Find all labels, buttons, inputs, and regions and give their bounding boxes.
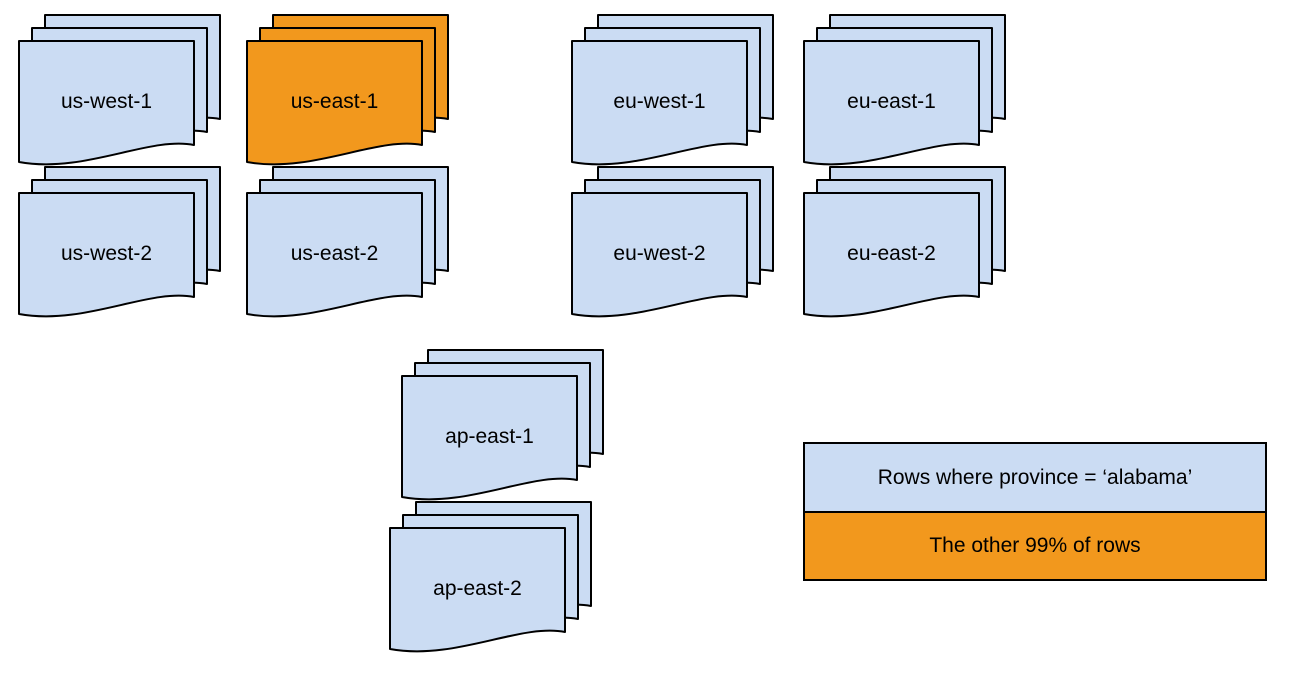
legend-item-other-rows: The other 99% of rows	[805, 511, 1265, 579]
document-stack-icon	[389, 501, 592, 653]
document-stack-icon	[18, 166, 221, 318]
region-stack-eu-west-2: eu-west-2	[571, 166, 775, 326]
legend: Rows where province = ‘alabama’ The othe…	[803, 442, 1267, 581]
region-stack-us-east-1: us-east-1	[246, 14, 450, 174]
region-stack-us-east-2: us-east-2	[246, 166, 450, 326]
region-stack-eu-east-1: eu-east-1	[803, 14, 1007, 174]
document-stack-icon	[803, 166, 1006, 318]
region-stack-ap-east-2: ap-east-2	[389, 501, 593, 661]
document-stack-icon	[18, 14, 221, 166]
region-stack-ap-east-1: ap-east-1	[401, 349, 605, 509]
legend-item-alabama-rows: Rows where province = ‘alabama’	[805, 444, 1265, 511]
document-stack-icon	[571, 14, 774, 166]
legend-item-label: The other 99% of rows	[929, 534, 1141, 557]
region-stack-eu-west-1: eu-west-1	[571, 14, 775, 174]
region-stack-us-west-1: us-west-1	[18, 14, 222, 174]
document-stack-icon	[803, 14, 1006, 166]
document-stack-icon	[246, 14, 449, 166]
document-stack-icon	[401, 349, 604, 501]
region-stack-eu-east-2: eu-east-2	[803, 166, 1007, 326]
region-stack-us-west-2: us-west-2	[18, 166, 222, 326]
legend-item-label: Rows where province = ‘alabama’	[877, 465, 1193, 489]
document-stack-icon	[246, 166, 449, 318]
document-stack-icon	[571, 166, 774, 318]
